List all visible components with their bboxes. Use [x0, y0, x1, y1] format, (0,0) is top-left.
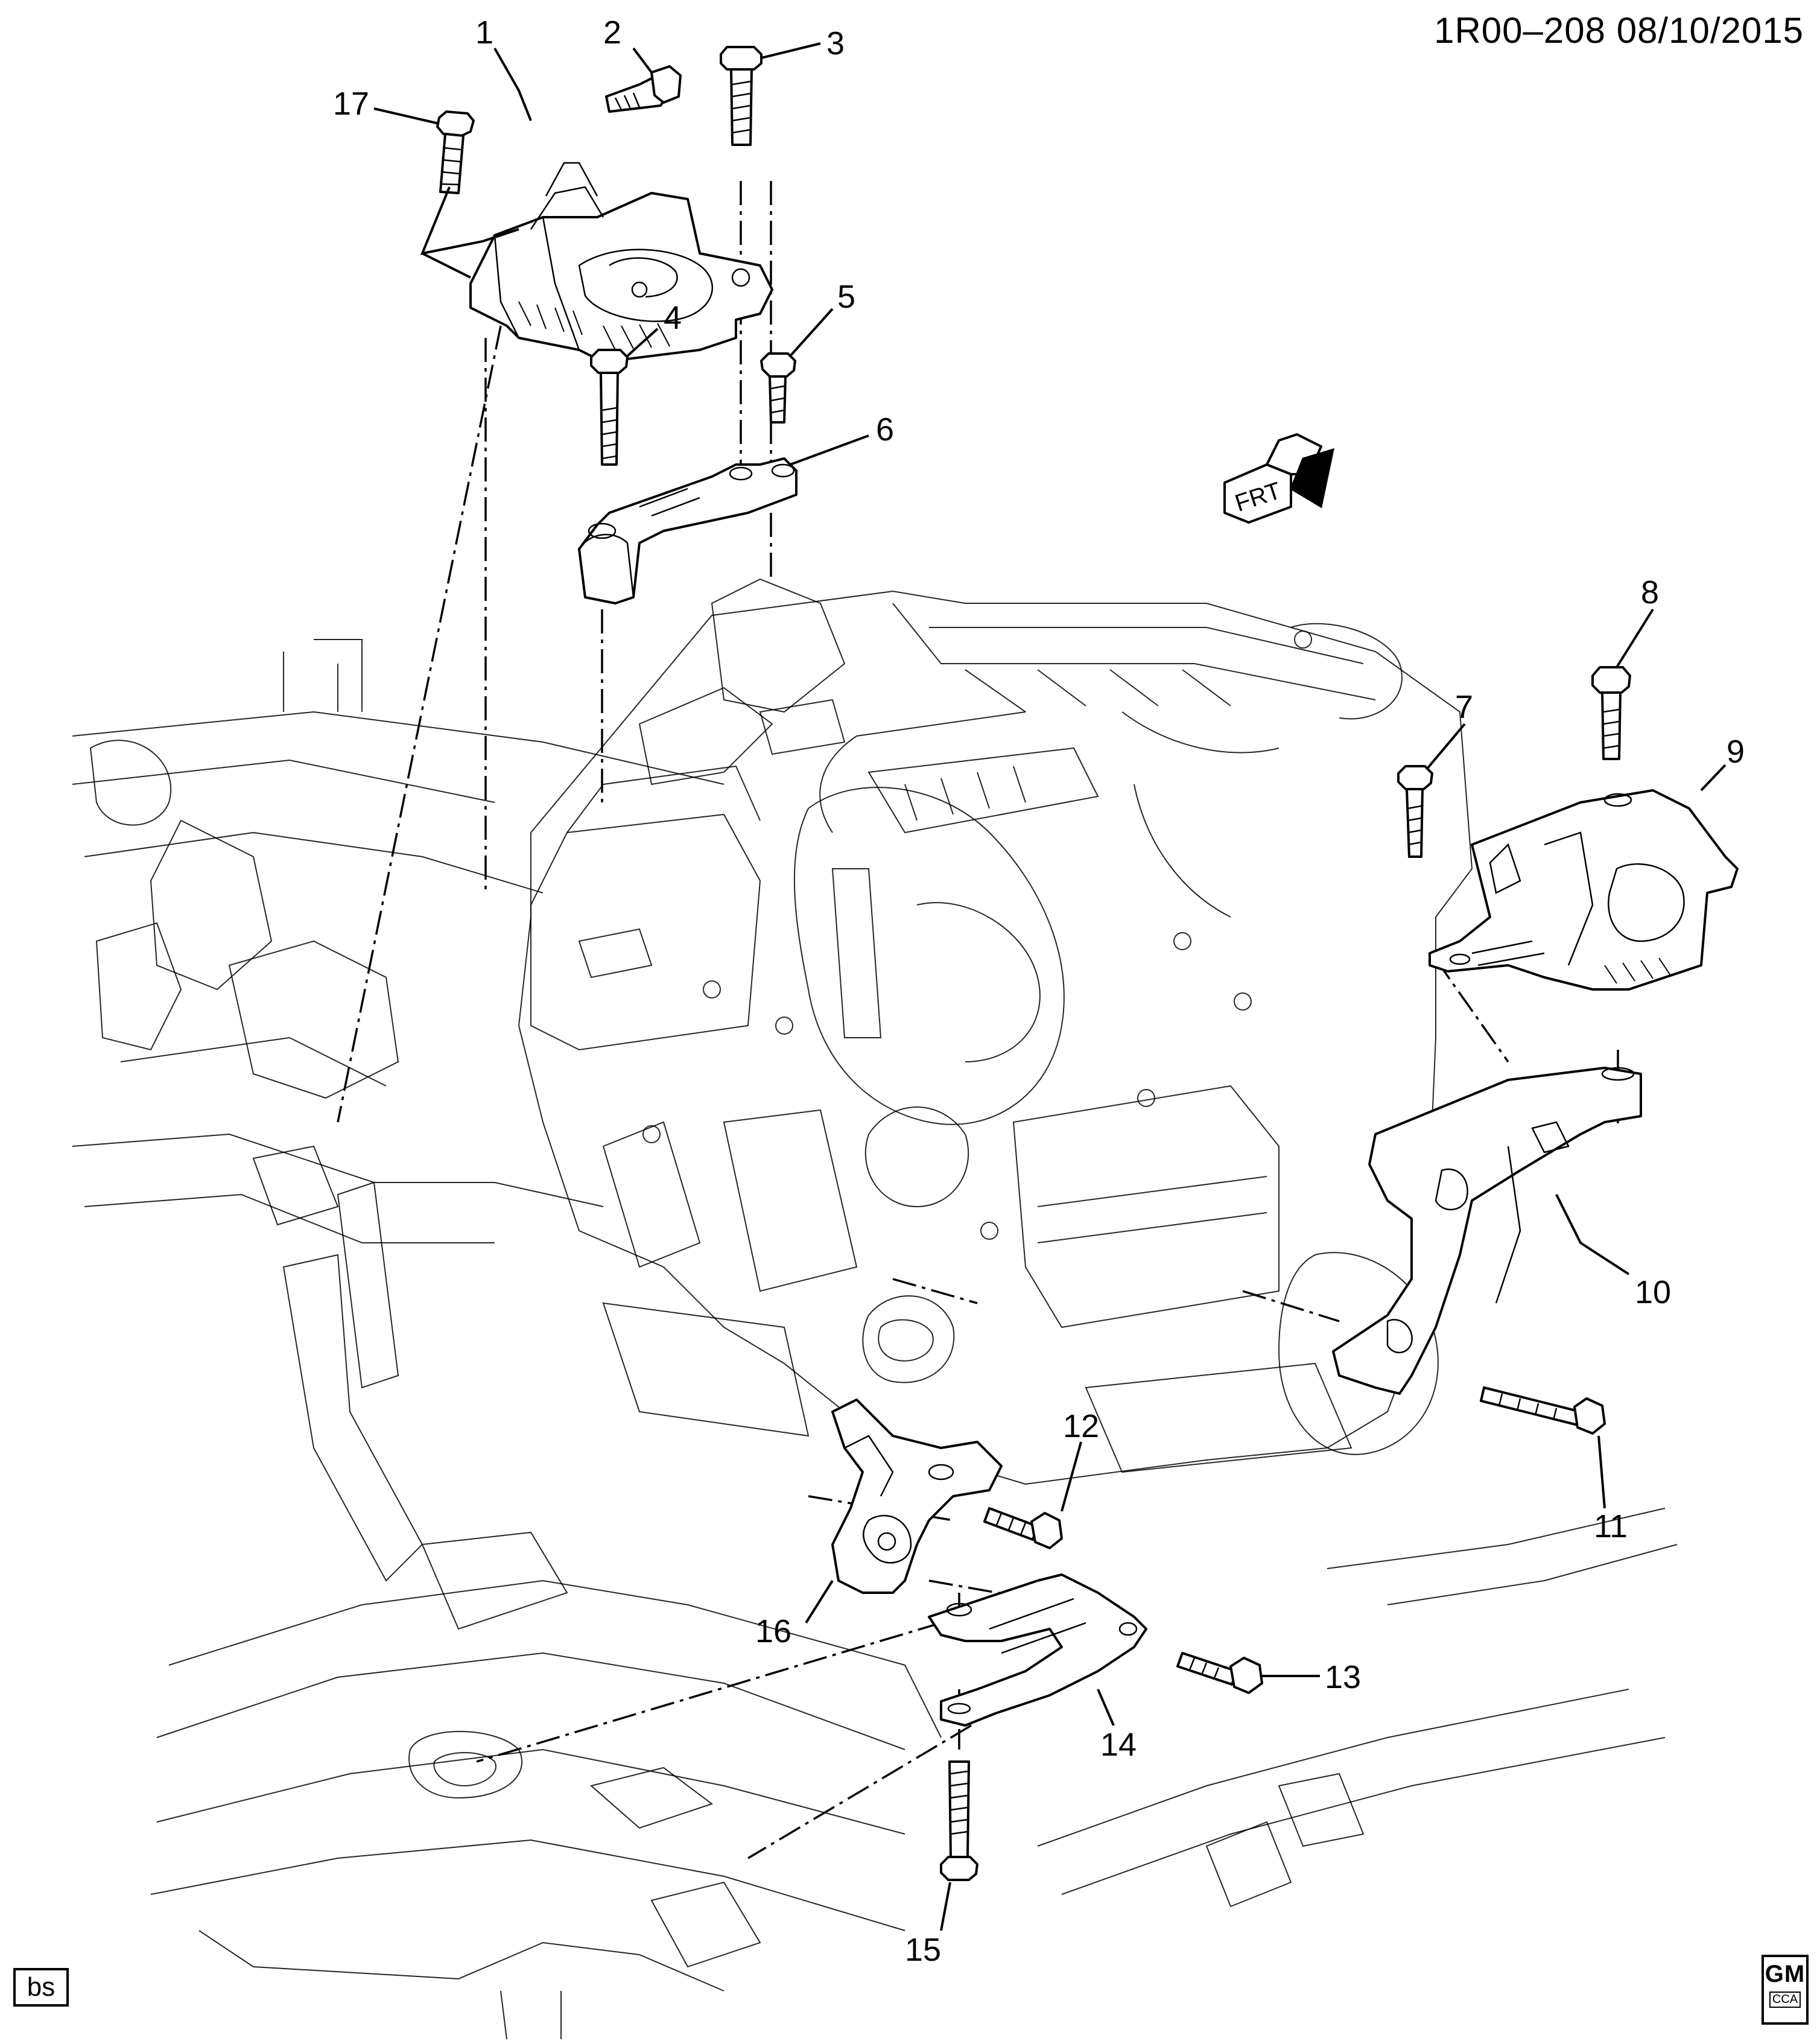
part-2-bolt — [605, 65, 682, 113]
callout-15: 15 — [905, 1932, 941, 1968]
part-15-bolt — [940, 1760, 978, 1881]
callout-3: 3 — [826, 25, 845, 62]
part-16-engine-mount — [831, 1398, 1003, 1594]
callout-7: 7 — [1455, 689, 1473, 725]
part-4-bolt — [590, 349, 629, 466]
diagram-code-date: 1R00–208 08/10/2015 — [1434, 10, 1804, 51]
front-direction-arrow-icon: FRT — [1223, 433, 1334, 524]
part-10-mount-bracket — [1332, 1067, 1642, 1395]
part-1-upper-transmission-mount — [469, 162, 773, 363]
callout-17: 17 — [333, 86, 369, 122]
part-8-bolt — [1591, 666, 1631, 760]
callout-13: 13 — [1325, 1659, 1361, 1695]
part-7-bolt — [1397, 765, 1433, 858]
engine-assembly-background — [518, 578, 1473, 1485]
callout-12: 12 — [1063, 1408, 1099, 1444]
part-13-bolt — [1176, 1652, 1263, 1694]
gm-logo-text: GM — [1765, 1961, 1806, 1987]
callout-6: 6 — [876, 411, 894, 448]
callout-numbers: 1 2 3 17 4 5 6 7 8 9 10 11 12 13 14 15 1… — [333, 14, 1745, 1968]
callout-leader-lines — [373, 42, 1727, 1931]
callout-1: 1 — [475, 14, 493, 51]
callout-14: 14 — [1100, 1727, 1137, 1763]
part-3-bolt — [720, 46, 763, 146]
part-6-mount-bracket — [578, 457, 798, 605]
part-11-bolt — [1480, 1386, 1606, 1435]
callout-11: 11 — [1594, 1508, 1628, 1544]
callout-8: 8 — [1641, 574, 1659, 611]
gm-logo-sub: CCA — [1769, 1992, 1801, 2008]
part-9-engine-mount — [1429, 789, 1739, 991]
gm-logo: GM CCA — [1762, 1955, 1809, 2025]
bs-badge: bs — [13, 1968, 69, 2007]
callout-16: 16 — [755, 1613, 791, 1649]
part-17-bolt — [436, 110, 475, 194]
callout-2: 2 — [603, 14, 621, 51]
part-14-lower-mount-bracket — [928, 1573, 1147, 1727]
part-5-bolt — [760, 352, 796, 424]
callout-4: 4 — [664, 300, 682, 336]
callout-5: 5 — [837, 279, 855, 315]
callout-9: 9 — [1727, 734, 1745, 770]
part-12-bolt — [983, 1507, 1063, 1549]
vehicle-frame-background — [72, 639, 1678, 2040]
callout-10: 10 — [1635, 1274, 1671, 1310]
